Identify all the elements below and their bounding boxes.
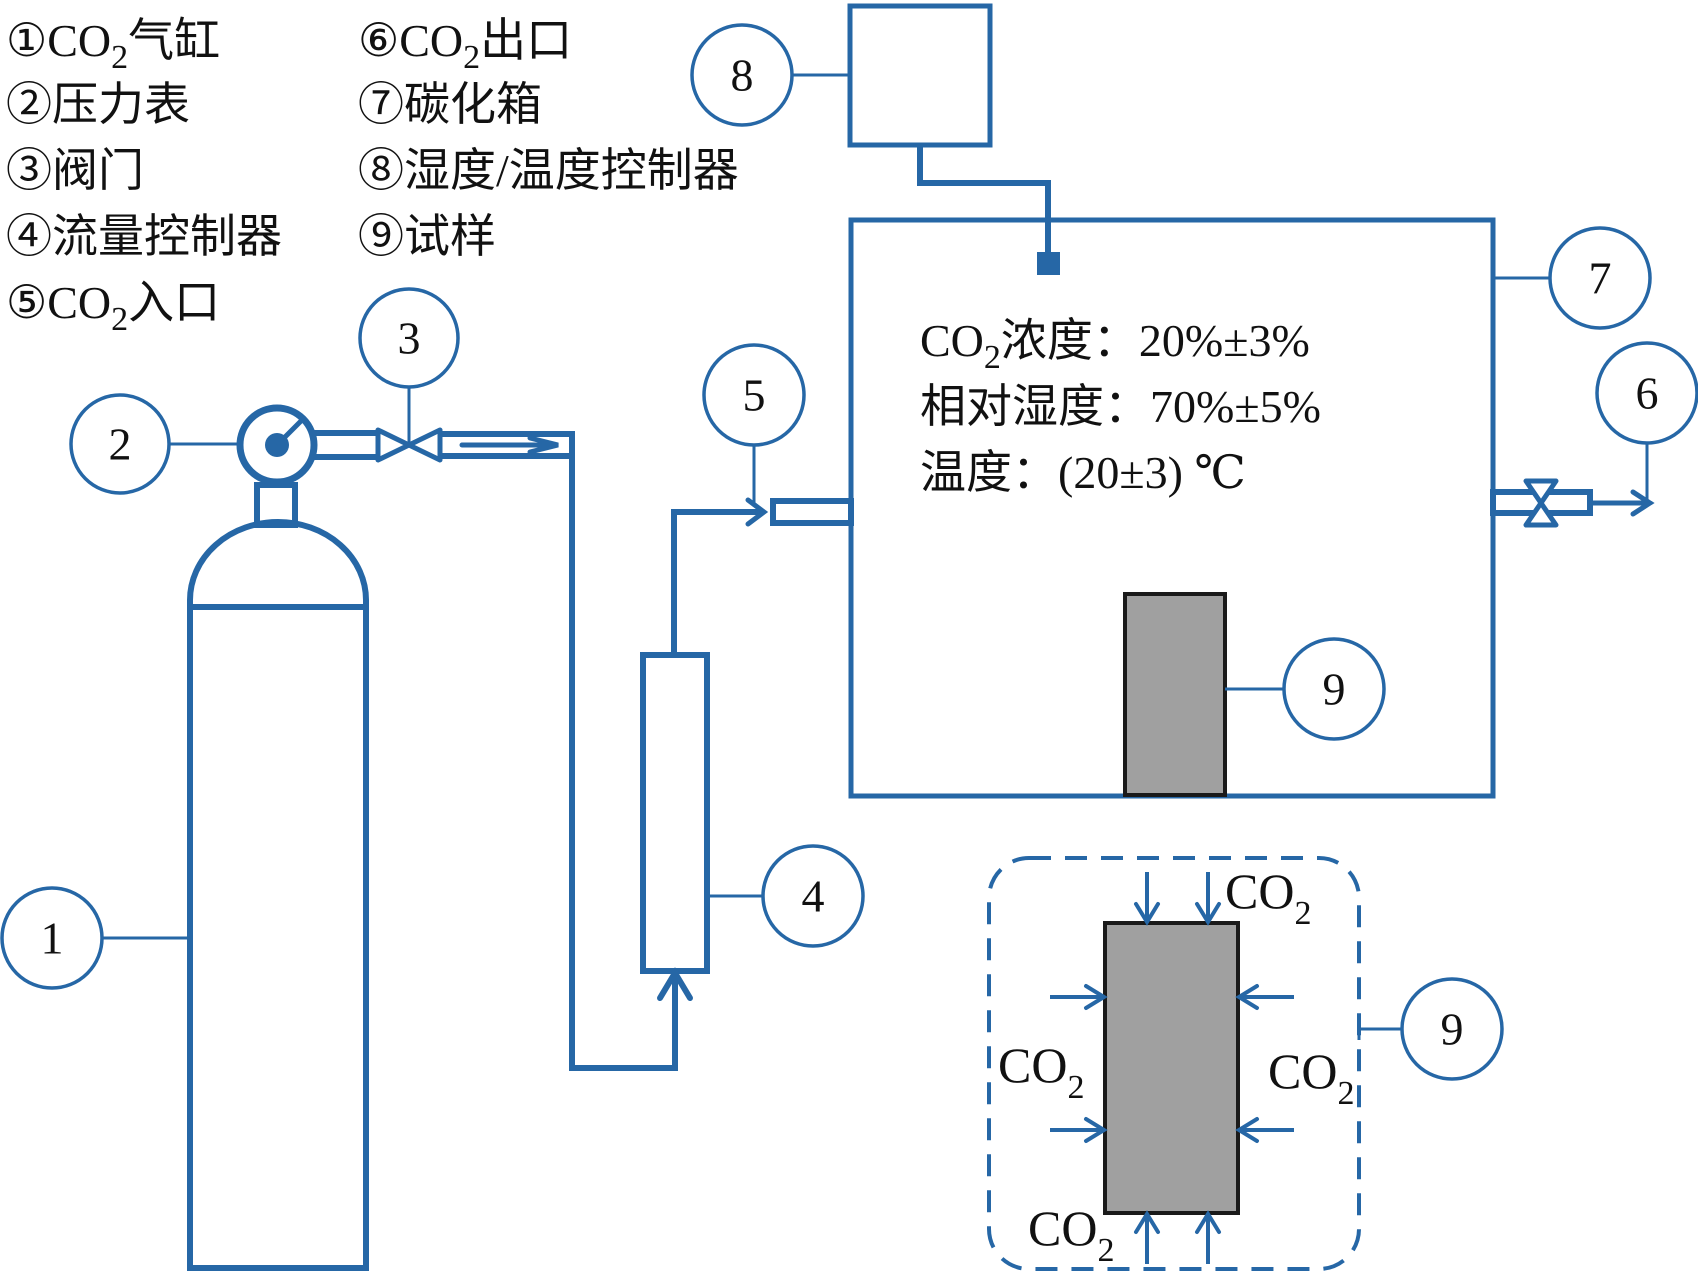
callout-1: 1 [0, 886, 104, 990]
gauge-needle-icon [275, 418, 304, 447]
co2-arrow-left-2-icon [1050, 1117, 1108, 1143]
co2-outlet [1490, 478, 1655, 528]
svg-text:6: 6 [1636, 368, 1659, 419]
outlet-valve-bottom-icon [1523, 500, 1559, 528]
co2-label-left: CO2 [998, 1037, 1084, 1106]
svg-text:1: 1 [41, 913, 64, 964]
flow-in-arrow-icon [657, 967, 693, 1001]
flow-controller [640, 497, 769, 1001]
co2-arrow-right-2-icon [1235, 1117, 1294, 1143]
co2-label-right: CO2 [1268, 1043, 1354, 1112]
co2-arrow-top-1-icon [1134, 872, 1160, 926]
co2-arrow-right-1-icon [1235, 984, 1294, 1010]
legend-item-humidity-temp-controller: ⑧湿度/温度控制器 [358, 145, 739, 196]
valve-right-triangle [406, 427, 443, 463]
arrow-head [1084, 1117, 1108, 1143]
callout-8: 8 [690, 23, 794, 127]
callout-5: 5 [702, 343, 806, 447]
co2-label-top: CO2 [1225, 863, 1311, 932]
co2-arrow-left-1-icon [1050, 984, 1108, 1010]
flow-controller-body [640, 652, 710, 974]
legend-item-pressure-gauge: ②压力表 [6, 79, 190, 130]
callout-leaders [102, 73, 1649, 1040]
specimen [1123, 592, 1227, 797]
callout-9: 9 [1282, 637, 1386, 741]
outlet-valve-top-icon [1523, 478, 1559, 506]
co2-arrow-bottom-2-icon [1195, 1210, 1221, 1264]
cylinder-body [187, 604, 369, 1271]
callout-circles: 1 2 3 4 5 6 7 8 9 9 [0, 23, 1698, 1081]
outlet-arrow-head-icon [1630, 489, 1655, 517]
callout-7: 7 [1548, 226, 1652, 330]
sensor-icon [1037, 252, 1060, 275]
cylinder-dome [187, 519, 369, 610]
callout-2: 2 [69, 393, 171, 495]
svg-text:9: 9 [1323, 664, 1346, 715]
temperature-text: 温度：(20±3) ℃ [920, 447, 1246, 498]
legend-item-co2-cylinder: ①CO2气缸 [6, 15, 220, 76]
arrow-head [1235, 1117, 1259, 1143]
co2-diffusion-arrows [1050, 872, 1294, 1264]
legend-item-co2-inlet: ⑤CO2入口 [6, 277, 220, 338]
svg-text:3: 3 [398, 313, 421, 364]
co2-arrow-top-2-icon [1195, 872, 1221, 926]
arrow-head [1235, 984, 1259, 1010]
legend-item-valve: ③阀门 [6, 145, 144, 196]
svg-text:7: 7 [1589, 253, 1612, 304]
legend-item-specimen: ⑨试样 [358, 211, 496, 262]
humidity-temp-controller [847, 3, 1060, 275]
detail-dashed-border [987, 856, 1361, 1271]
callout-9b: 9 [1400, 977, 1504, 1081]
gauge-to-valve-pipe [313, 430, 378, 460]
legend-item-carbonation-chamber: ⑦碳化箱 [358, 79, 542, 130]
valve-left-triangle [375, 427, 412, 463]
legend-item-co2-outlet: ⑥CO2出口 [358, 15, 572, 76]
relative-humidity-text: 相对湿度：70%±5% [920, 381, 1321, 432]
callout-6: 6 [1595, 341, 1698, 445]
svg-text:8: 8 [731, 50, 754, 101]
callout-3: 3 [358, 287, 460, 389]
pressure-gauge [236, 404, 318, 486]
detail-specimen [1103, 921, 1240, 1215]
svg-text:2: 2 [109, 419, 132, 470]
co2-label-bottom: CO2 [1028, 1200, 1114, 1269]
co2-arrow-bottom-1-icon [1134, 1210, 1160, 1264]
svg-text:9: 9 [1441, 1004, 1464, 1055]
chamber-conditions: CO2浓度：20%±3% 相对湿度：70%±5% 温度：(20±3) ℃ [920, 315, 1321, 498]
legend: ①CO2气缸 ②压力表 ③阀门 ④流量控制器 ⑤CO2入口 ⑥CO2出口 ⑦碳化… [6, 15, 739, 338]
specimen-detail-view: CO2 CO2 CO2 CO2 [987, 856, 1361, 1271]
cylinder-neck [254, 482, 298, 528]
legend-item-flow-controller: ④流量控制器 [6, 211, 282, 262]
co2-cylinder [187, 482, 369, 1271]
arrow-head [1134, 902, 1160, 926]
controller-box [847, 3, 993, 148]
arrow-head [1084, 984, 1108, 1010]
svg-text:5: 5 [743, 370, 766, 421]
svg-text:4: 4 [802, 871, 825, 922]
co2-concentration-text: CO2浓度：20%±3% [920, 315, 1310, 376]
arrow-head [1195, 902, 1221, 926]
arrow-head [1134, 1210, 1160, 1234]
valve-outlet-pipe [440, 431, 678, 1071]
valve [375, 427, 443, 463]
callout-4: 4 [761, 844, 865, 948]
arrow-head [1195, 1210, 1221, 1234]
flow-arrow-head-icon [527, 435, 559, 455]
legend-col-2: ⑥CO2出口 ⑦碳化箱 ⑧湿度/温度控制器 ⑨试样 [358, 15, 739, 262]
legend-col-1: ①CO2气缸 ②压力表 ③阀门 ④流量控制器 ⑤CO2入口 [6, 15, 282, 338]
co2-inlet-pipe [770, 498, 854, 526]
